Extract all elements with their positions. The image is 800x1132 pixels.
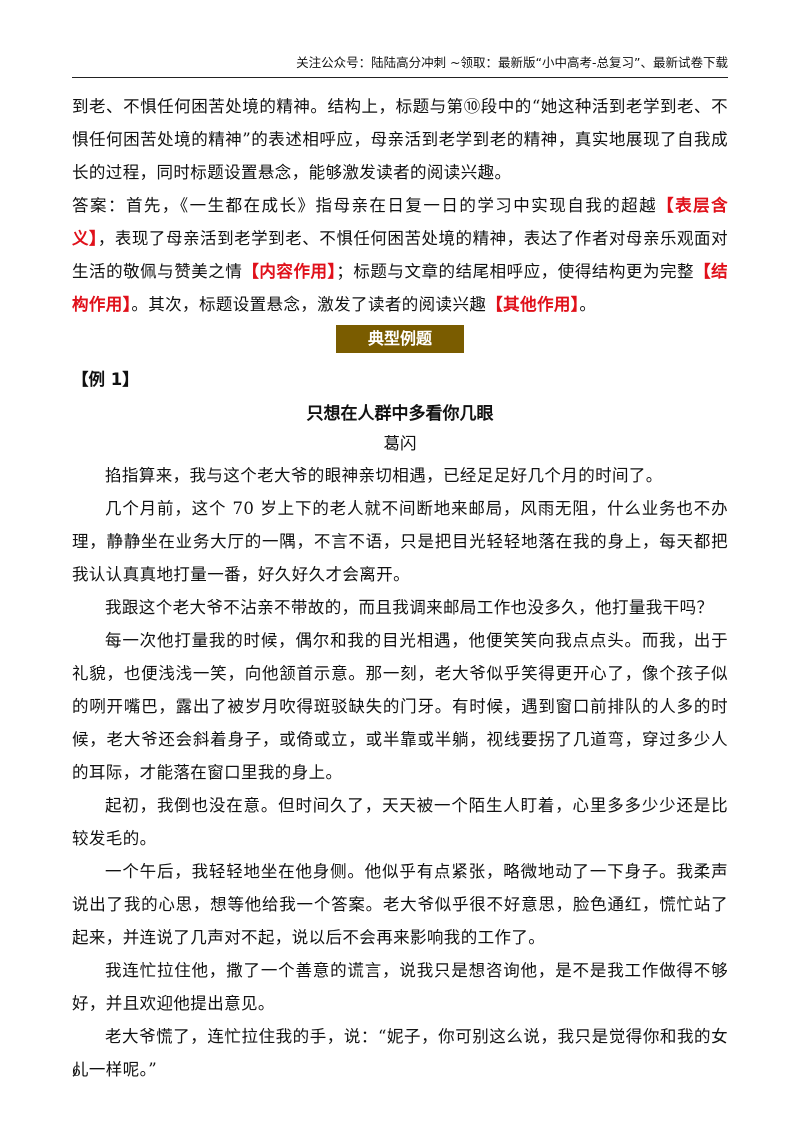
example-label: 【例 1】 [72, 370, 139, 389]
section-banner: 典型例题 [336, 325, 464, 353]
answer-text-4: 。其次，标题设置悬念，激发了读者的阅读兴趣 [131, 295, 487, 314]
article-title: 只想在人群中多看你几眼 [306, 404, 494, 424]
article-paragraph: 我连忙拉住他，撒了一个善意的谎言，说我只是想咨询他，是不是我工作做得不够好，并且… [72, 961, 728, 1013]
page-content: 到老、不惧任何困苦处境的精神。结构上，标题与第⑩段中的“她这种活到老学到老、不惧… [72, 90, 728, 1086]
article-paragraph: 一个午后，我轻轻地坐在他身侧。他似乎有点紧张，略微地动了一下身子。我柔声说出了我… [72, 862, 728, 947]
tag-other-role: 【其他作用】 [486, 295, 580, 314]
tag-structure-role: 【结构作用】 [72, 262, 728, 314]
article-paragraph: 几个月前，这个 70 岁上下的老人就不间断地来邮局，风雨无阻，什么业务也不办理，… [72, 499, 728, 584]
page-header: 关注公众号：陆陆高分冲刺 ~领取：最新版“小中高考-总复习”、最新试卷下载 [296, 55, 728, 70]
analysis-paragraph: 到老、不惧任何困苦处境的精神。结构上，标题与第⑩段中的“她这种活到老学到老、不惧… [72, 97, 728, 182]
article-paragraph: 每一次他打量我的时候，偶尔和我的目光相遇，他便笑笑向我点点头。而我，出于礼貌，也… [72, 631, 728, 782]
answer-text-5: 。 [579, 295, 597, 314]
article-paragraph: 我跟这个老大爷不沾亲不带故的，而且我调来邮局工作也没多久，他打量我干吗？ [105, 598, 714, 617]
tag-content-role: 【内容作用】 [242, 262, 337, 281]
header-divider [72, 77, 728, 78]
answer-text-2: ，表现了母亲活到老学到老、不惧任何困苦处境的精神，表达了作者对母亲乐观面对生活的… [72, 229, 728, 281]
article-paragraph: 老大爷慌了，连忙拉住我的手，说：“妮子，你可别这么说，我只是觉得你和我的女儿一样… [72, 1027, 728, 1079]
article-paragraph: 掐指算来，我与这个老大爷的眼神亲切相遇，已经足足好几个月的时间了。 [105, 466, 663, 485]
page-number: 6 [72, 1064, 81, 1080]
answer-paragraph: 答案：首先，《一生都在成长》指母亲在日复一日的学习中实现自我的超越【表层含义】，… [72, 189, 728, 321]
article-author: 葛闪 [383, 434, 417, 453]
section-banner-wrap: 典型例题 [72, 325, 728, 365]
article-paragraph: 起初，我倒也没在意。但时间久了，天天被一个陌生人盯着，心里多多少少还是比较发毛的… [72, 796, 728, 848]
answer-text-3: ；标题与文章的结尾相呼应，使得结构更为完整 [336, 262, 695, 281]
tag-surface-meaning: 【表层含义】 [72, 196, 729, 248]
answer-text-1: 答案：首先，《一生都在成长》指母亲在日复一日的学习中实现自我的超越 [72, 196, 658, 215]
